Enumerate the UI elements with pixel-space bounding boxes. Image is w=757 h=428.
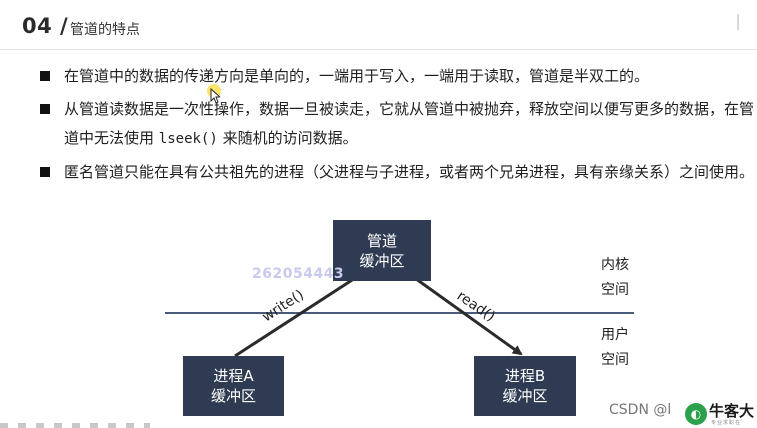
kernel-space-line1: 内核 [601,257,629,273]
bullet-square-icon [40,71,50,81]
read-arrow [404,269,523,356]
bottom-progress-dots [0,423,150,428]
user-space-line2: 空间 [601,352,629,368]
process-a-line1: 进程A [213,367,254,385]
user-space-line1: 用户 [601,327,629,343]
kernel-space-label: 内核 空间 [598,253,632,303]
logo-icon: ◐ [685,403,707,425]
process-b-buffer-box: 进程B 缓冲区 [474,356,576,416]
bullet-item: 在管道中的数据的传递方向是单向的，一端用于写入，一端用于读取，管道是半双工的。 [35,62,755,91]
slide-title: 管道的特点 [70,22,140,38]
logo-text: 牛客大 [709,402,755,420]
kernel-space-line2: 空间 [601,282,629,298]
bullet-text: 从管道读数据是一次性操作，数据一旦被读走，它就从管道中被抛弃，释放空间以便写更多… [64,100,755,147]
pipe-buffer-line1: 管道 [366,231,397,250]
write-arrow [234,269,368,358]
read-label: read() [454,288,498,325]
slide-number: 04 / [22,14,69,38]
code-lseek: lseek() [158,131,218,147]
logo-subtitle: 专业求职在 [711,420,742,426]
bullet-item: 匿名管道只能在具有公共祖先的进程（父进程与子进程，或者两个兄弟进程，具有亲缘关系… [35,158,755,187]
slide-header: 04 / 管道的特点 [0,0,757,50]
csdn-watermark: CSDN @l [609,402,672,418]
header-divider [0,49,757,50]
corner-mark [737,14,747,30]
watermark-id: 262054443 [252,266,345,282]
process-a-line2: 缓冲区 [210,387,256,405]
user-space-label: 用户 空间 [598,323,632,373]
bullet-item: 从管道读数据是一次性操作，数据一旦被读走，它就从管道中被抛弃，释放空间以便写更多… [35,95,755,154]
bullet-text-tail: 来随机的访问数据。 [217,129,358,147]
nowcoder-logo: ◐ 牛客大 专业求职在 [685,398,757,428]
mouse-pointer-icon [210,88,220,104]
pipe-buffer-line2: 缓冲区 [359,251,405,270]
bullet-square-icon [40,167,50,177]
bullet-text: 匿名管道只能在具有公共祖先的进程（父进程与子进程，或者两个兄弟进程，具有亲缘关系… [64,163,755,181]
process-b-line1: 进程B [504,367,546,385]
process-a-buffer-box: 进程A 缓冲区 [183,356,284,416]
write-label: write() [259,287,306,326]
bullet-square-icon [40,104,50,114]
bullet-text: 在管道中的数据的传递方向是单向的，一端用于写入，一端用于读取，管道是半双工的。 [64,67,650,85]
process-b-line2: 缓冲区 [502,387,548,405]
pipe-buffer-box: 管道 缓冲区 [333,220,431,281]
bullet-list: 在管道中的数据的传递方向是单向的，一端用于写入，一端用于读取，管道是半双工的。 … [35,62,755,191]
